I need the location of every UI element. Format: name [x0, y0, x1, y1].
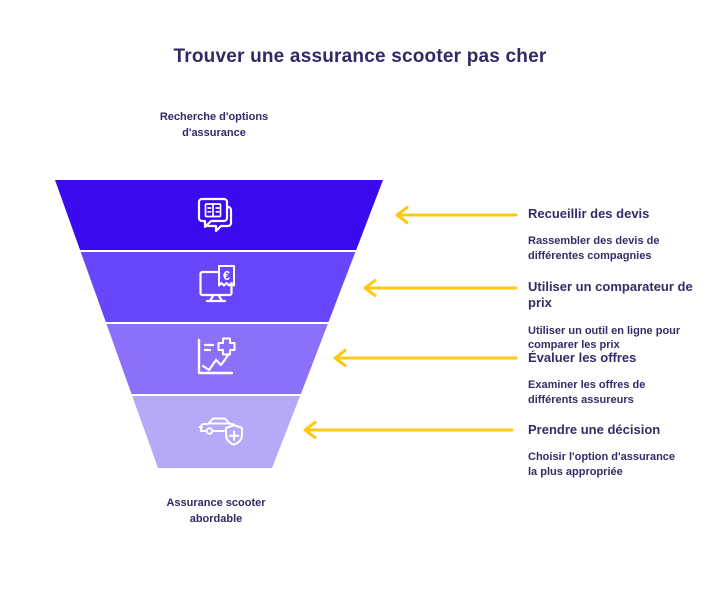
- euro-symbol: €: [223, 269, 230, 283]
- page-title: Trouver une assurance scooter pas cher: [173, 46, 547, 67]
- arrow-stage-4: [303, 421, 514, 439]
- arrow-stage-1: [395, 206, 518, 224]
- monitor-euro-receipt-icon: €: [197, 263, 245, 311]
- stage-title: Évaluer les offres: [528, 350, 637, 365]
- stage-description: Rassembler des devis de différentes comp…: [528, 235, 660, 263]
- arrow-stage-2: [363, 279, 518, 297]
- stage-description: Utiliser un outil en ligne pour comparer…: [528, 324, 681, 352]
- car-shield-plus-icon: [197, 408, 245, 456]
- stage-note-4: Prendre une décision Choisir l'option d'…: [528, 422, 686, 480]
- chart-plus-icon: [191, 334, 239, 382]
- speech-bubbles-quotes-icon: [192, 194, 240, 242]
- stage-note-3: Évaluer les offres Examiner les offres d…: [528, 350, 680, 408]
- stage-title: Utiliser un comparateur de prix: [528, 279, 693, 311]
- funnel-top-label: Recherche d'options d'assurance: [159, 111, 269, 139]
- stage-description: Choisir l'option d'assurance la plus app…: [528, 451, 676, 479]
- stage-note-2: Utiliser un comparateur de prix Utiliser…: [528, 279, 718, 353]
- funnel-segment-3: [106, 324, 328, 394]
- stage-note-1: Recueillir des devis Rassembler des devi…: [528, 206, 680, 264]
- funnel-segment-2: [80, 252, 356, 322]
- stage-title: Recueillir des devis: [528, 206, 650, 221]
- arrow-stage-3: [333, 349, 518, 367]
- funnel-bottom-label: Assurance scooter abordable: [166, 497, 266, 525]
- stage-title: Prendre une décision: [528, 422, 661, 437]
- stage-description: Examiner les offres de différents assure…: [528, 379, 646, 407]
